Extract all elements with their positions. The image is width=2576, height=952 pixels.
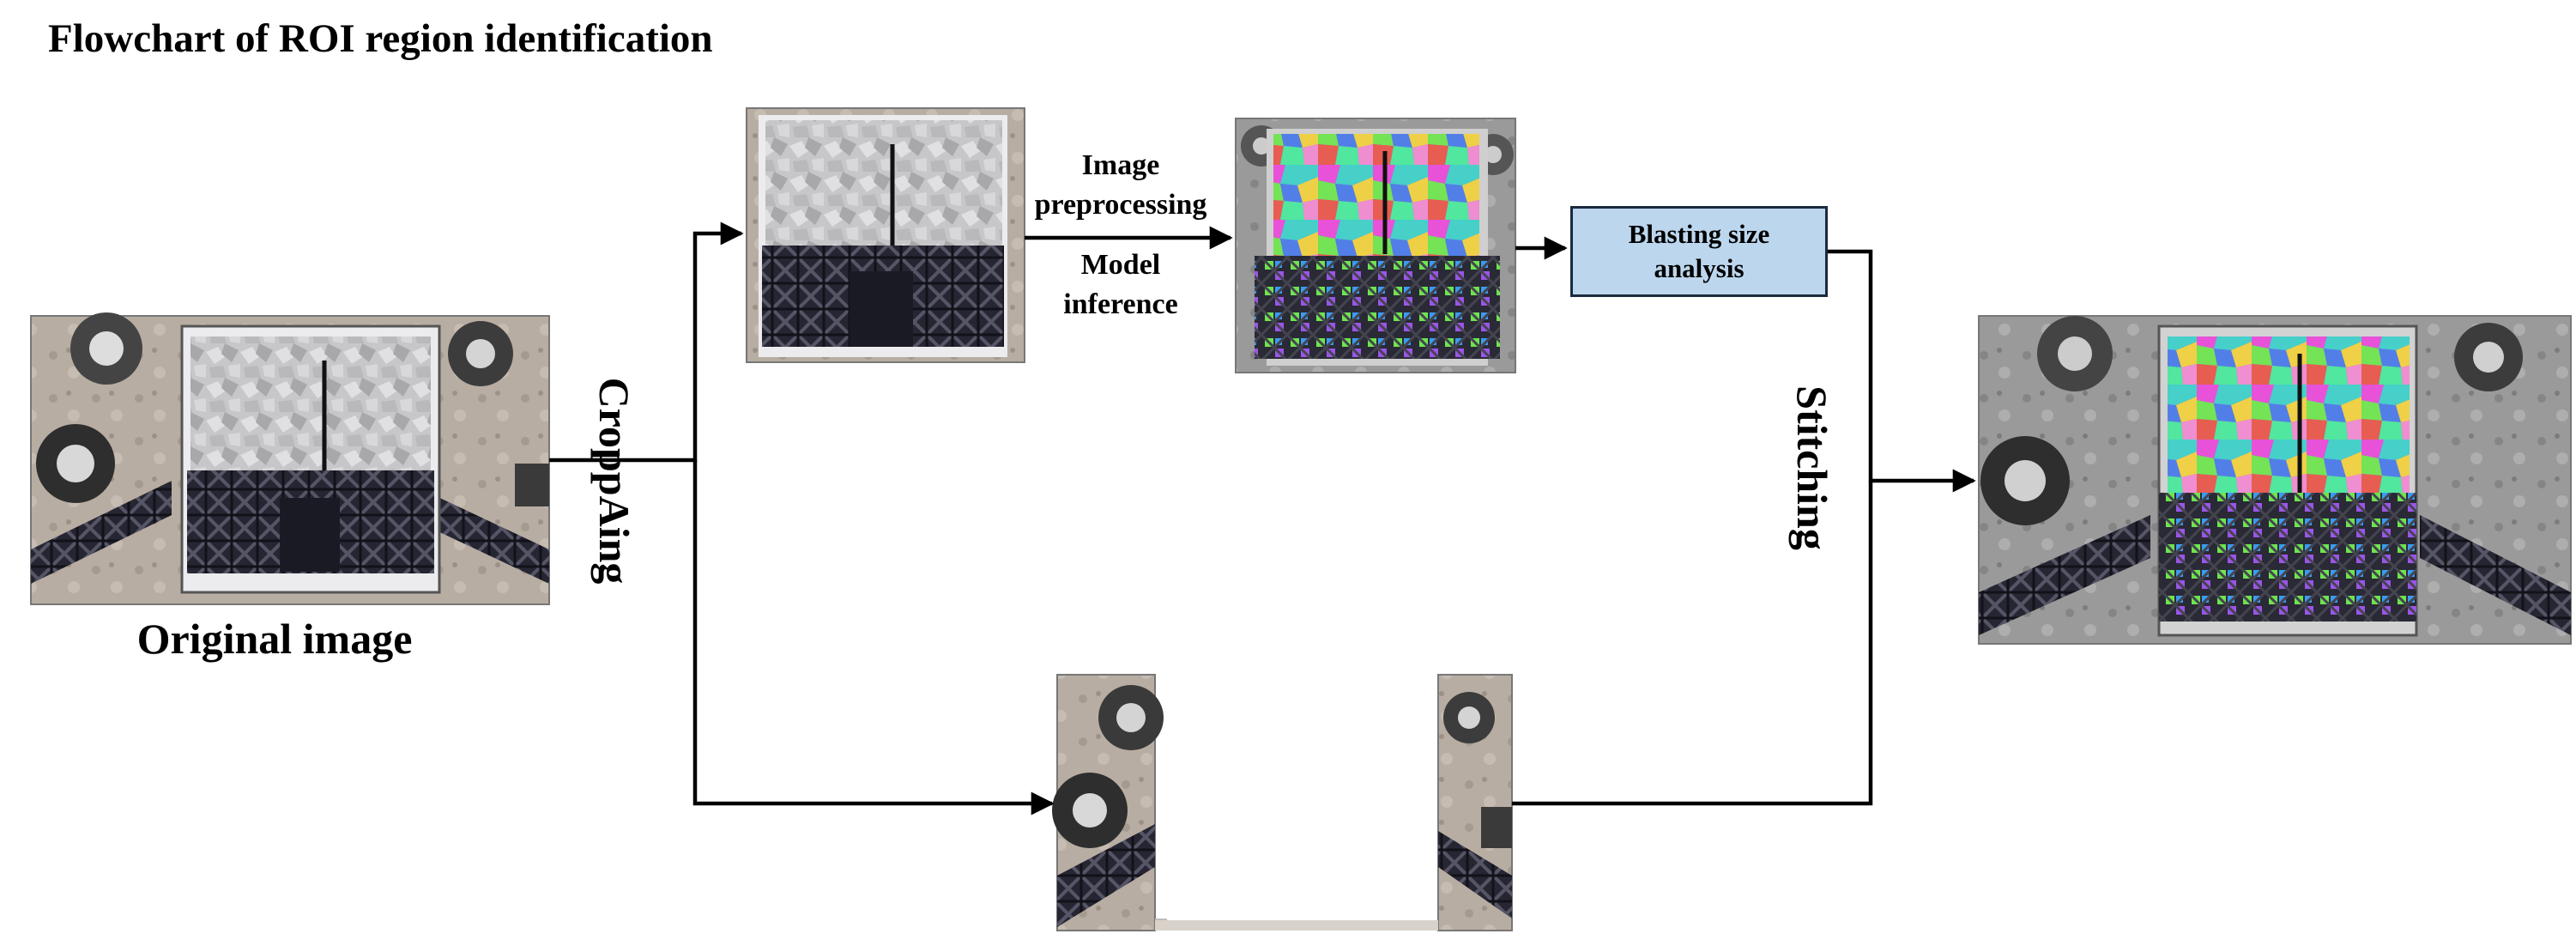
inference-line-1: Model — [1080, 249, 1161, 281]
stitched-result — [1978, 315, 2572, 645]
stitching-step-label: Stitching — [1788, 385, 1836, 550]
cropped-roi — [746, 107, 1025, 363]
arrow-analysis-to-stitched — [1828, 249, 1976, 493]
arrow-original-to-strips — [692, 460, 1055, 816]
preprocess-step-label: Image preprocessing — [1009, 146, 1232, 225]
original-image — [30, 312, 550, 605]
inference-line-2: inference — [1063, 288, 1178, 320]
blasting-size-analysis-box: Blasting size analysis — [1570, 206, 1828, 297]
left-side-strip — [1052, 674, 1167, 931]
segmented-roi — [1235, 118, 1516, 373]
connectors — [549, 221, 1976, 816]
analysis-line-2: analysis — [1654, 253, 1745, 283]
strip-bottom-edge — [1155, 920, 1438, 931]
original-image-caption: Original image — [136, 615, 413, 663]
inference-step-label: Model inference — [1009, 246, 1232, 324]
right-side-strip — [1437, 674, 1513, 931]
crop-step-label: CroppAing — [590, 377, 638, 585]
page-title: Flowchart of ROI region identification — [48, 16, 713, 61]
preprocess-line-1: Image — [1081, 149, 1160, 181]
side-strips — [1052, 674, 1513, 931]
arrow-original-to-crop — [549, 221, 744, 463]
preprocess-line-2: preprocessing — [1034, 189, 1207, 221]
analysis-line-1: Blasting size — [1628, 219, 1770, 249]
line-strips-to-stitch — [1512, 481, 1873, 806]
